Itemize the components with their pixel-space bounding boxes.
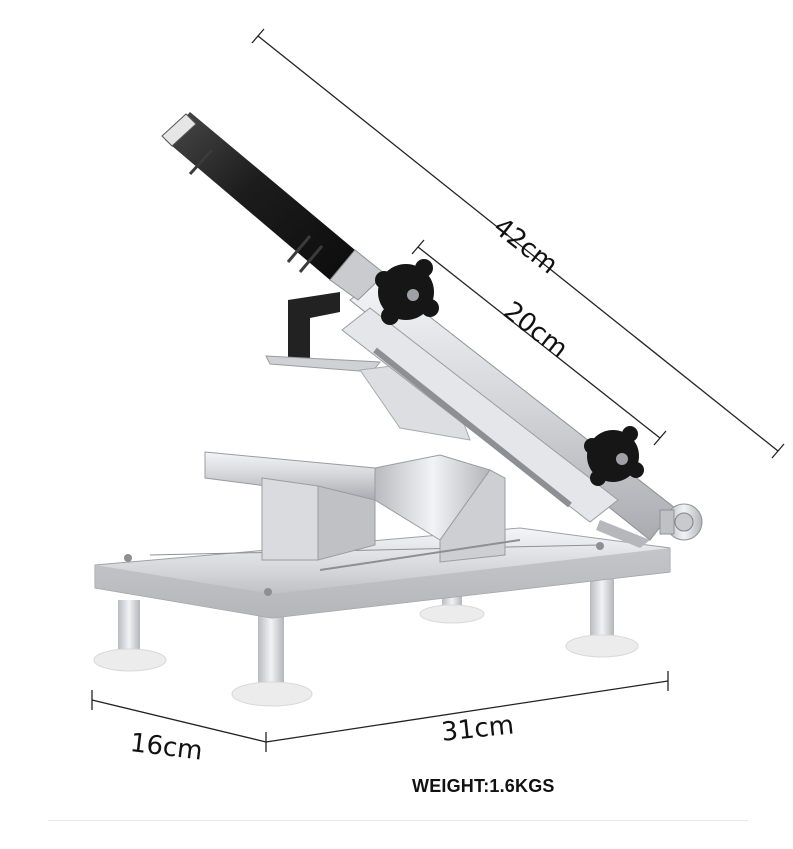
handle xyxy=(161,112,386,301)
dimension-line-31cm xyxy=(265,671,669,743)
dimension-line-20cm xyxy=(411,239,667,446)
slicer-base-plate xyxy=(94,527,671,619)
meat-tray xyxy=(204,451,521,571)
bottom-divider xyxy=(48,820,748,821)
pivot-bolt xyxy=(659,503,703,541)
weight-label: WEIGHT:1.6KGS xyxy=(412,776,555,796)
dimension-line-42cm xyxy=(251,28,785,459)
upper-knob-icon xyxy=(375,259,439,325)
slicer-legs xyxy=(93,578,639,707)
lower-knob-icon xyxy=(584,426,644,486)
